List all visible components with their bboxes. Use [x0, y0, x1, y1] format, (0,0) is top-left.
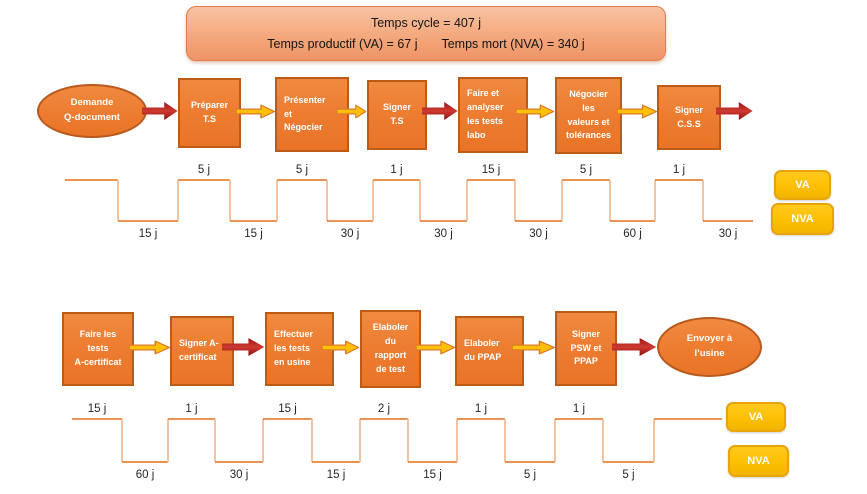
svg-text:15 j: 15 j — [327, 469, 346, 481]
yellow-arrow-icon — [236, 103, 276, 120]
process-box-tests-labo: Faire et analyser les tests labo — [458, 77, 528, 153]
node-label: Signer C.S.S — [674, 104, 703, 129]
node-label: Faire les tests A-certificat — [74, 329, 122, 367]
cycle-time-breakdown: Temps productif (VA) = 67 j Temps mort (N… — [255, 37, 596, 51]
yellow-arrow-icon — [322, 339, 360, 356]
svg-text:30 j: 30 j — [230, 469, 249, 481]
va-total: Temps productif (VA) = 67 j — [267, 37, 418, 51]
svg-text:15 j: 15 j — [482, 164, 501, 176]
legend-label: NVA — [747, 455, 770, 467]
svg-text:1 j: 1 j — [390, 164, 402, 176]
svg-text:1 j: 1 j — [673, 164, 685, 176]
process-box-preparer-ts: Préparer T.S — [178, 78, 241, 148]
svg-text:30 j: 30 j — [719, 228, 738, 240]
node-label: Elaboler du PPAP — [464, 338, 502, 362]
svg-text:5 j: 5 j — [296, 164, 308, 176]
svg-text:30 j: 30 j — [529, 228, 548, 240]
process-box-signer-psw-ppap: Signer PSW et PPAP — [555, 311, 617, 386]
svg-text:1 j: 1 j — [185, 403, 197, 415]
svg-text:15 j: 15 j — [278, 403, 297, 415]
svg-text:60 j: 60 j — [136, 469, 155, 481]
red-arrow-icon — [422, 101, 459, 121]
red-arrow-icon — [142, 101, 179, 121]
process-box-presenter-negocier: Présenter et Négocier — [275, 77, 349, 152]
node-label: Présenter et Négocier — [284, 94, 326, 133]
start-ellipse-demande-q-document: Demande Q-document — [37, 84, 147, 138]
svg-text:15 j: 15 j — [139, 228, 158, 240]
process-box-signer-ts: Signer T.S — [367, 80, 427, 150]
node-label: Effectuer les tests en usine — [274, 329, 314, 367]
svg-text:1 j: 1 j — [573, 403, 585, 415]
red-arrow-icon — [612, 337, 658, 357]
svg-text:30 j: 30 j — [434, 228, 453, 240]
svg-text:5 j: 5 j — [524, 469, 536, 481]
node-label: Elaboler du rapport de test — [372, 322, 409, 374]
legend-label: VA — [795, 179, 810, 191]
svg-text:5 j: 5 j — [622, 469, 634, 481]
red-arrow-icon — [222, 337, 266, 357]
nva-legend-badge: NVA — [728, 445, 789, 477]
yellow-arrow-icon — [617, 103, 658, 120]
svg-text:15 j: 15 j — [423, 469, 442, 481]
red-arrow-icon — [716, 101, 754, 121]
svg-text:2 j: 2 j — [378, 403, 390, 415]
svg-text:60 j: 60 j — [623, 228, 642, 240]
svg-text:1 j: 1 j — [475, 403, 487, 415]
timeline-row1-waveform: 15 j 5 j 15 j 5 j 30 j 1 j 30 j 15 j 30 j 5 j 60 j… — [65, 164, 753, 240]
yellow-arrow-icon — [516, 103, 555, 120]
node-label: Signer T.S — [382, 102, 411, 126]
end-ellipse-envoyer-usine: Envoyer à l’usine — [657, 317, 762, 377]
yellow-arrow-icon — [512, 339, 556, 356]
node-label: Signer PSW et PPAP — [570, 328, 602, 367]
nva-legend-badge: NVA — [771, 203, 834, 235]
va-legend-badge: VA — [774, 170, 831, 200]
nva-total: Temps mort (NVA) = 340 j — [441, 37, 585, 51]
node-label: Préparer T.S — [190, 100, 229, 124]
node-label: Demande Q-document — [64, 97, 120, 123]
cycle-time-total: Temps cycle = 407 j — [370, 16, 482, 30]
svg-text:30 j: 30 j — [341, 228, 360, 240]
node-label: Négocier les valeurs et tolérances — [565, 88, 612, 141]
node-label: Signer A- certificat — [179, 338, 219, 362]
yellow-arrow-icon — [416, 339, 456, 356]
cycle-time-banner: Temps cycle = 407 j Temps productif (VA)… — [186, 6, 666, 61]
legend-label: NVA — [791, 213, 814, 225]
node-label: Faire et analyser les tests labo — [467, 88, 504, 140]
process-box-rapport-test: Elaboler du rapport de test — [360, 310, 421, 388]
yellow-arrow-icon — [129, 339, 171, 356]
legend-label: VA — [748, 411, 764, 423]
node-label: Envoyer à l’usine — [686, 333, 733, 359]
process-box-signer-a-certificat: Signer A- certificat — [170, 316, 234, 386]
svg-text:5 j: 5 j — [198, 164, 210, 176]
timeline-row2-waveform: 15 j 60 j 1 j 30 j 15 j 15 j 2 j 15 j 1 j 5 j 1 j 5… — [72, 403, 722, 481]
process-box-signer-css: Signer C.S.S — [657, 85, 721, 150]
svg-text:15 j: 15 j — [88, 403, 107, 415]
process-box-tests-a-certificat: Faire les tests A-certificat — [62, 312, 134, 386]
svg-text:5 j: 5 j — [580, 164, 592, 176]
va-legend-badge: VA — [726, 402, 786, 432]
process-box-elaboler-ppap: Elaboler du PPAP — [455, 316, 524, 386]
svg-text:15 j: 15 j — [244, 228, 263, 240]
yellow-arrow-icon — [337, 103, 367, 120]
process-box-negocier-valeurs: Négocier les valeurs et tolérances — [555, 77, 622, 154]
